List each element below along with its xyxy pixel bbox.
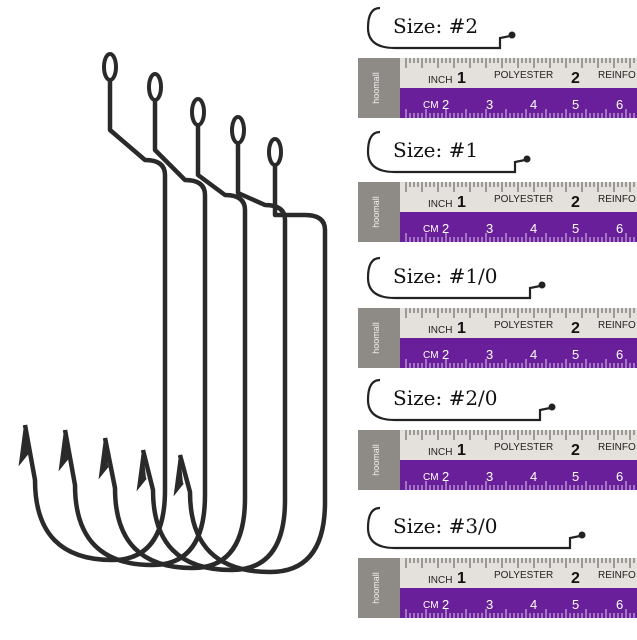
hook-barb [136,449,147,492]
tape-reinforced: REINFO [598,194,636,205]
hook-barb [98,437,109,480]
tape-cm-number: 5 [572,469,579,484]
tape-brand: hoomall [371,72,381,104]
tape-inch-label: INCH [428,75,452,86]
tape-cm-label: CM [423,600,439,611]
tape-cm-number: 4 [530,469,537,484]
tape-cm-number: 6 [616,469,623,484]
tape-inch-number: 2 [571,442,580,459]
tape-cm-number: 3 [486,469,493,484]
size-hook-icon [366,378,556,422]
tape-cm-label: CM [423,472,439,483]
size-hook-icon [366,506,586,550]
tape-material: POLYESTER [494,320,553,331]
tape-cm-number: 3 [486,221,493,236]
tape-cm-number: 5 [572,97,579,112]
hook-barb [58,429,69,472]
tape-cm-number: 3 [486,347,493,362]
tape-cm-number: 2 [442,597,449,612]
tape-cm-number: 4 [530,347,537,362]
tape-inch-number: 1 [457,442,466,459]
hook-eye [102,52,118,82]
size-label: Size: #1 [393,138,479,162]
size-hook-icon [366,130,531,174]
tape-cm-number: 3 [486,97,493,112]
tape-cm-number: 5 [572,221,579,236]
tape-inch-number: 1 [457,70,466,87]
tape-cm-number: 4 [530,597,537,612]
hook-body [22,80,168,563]
tape-cm-number: 4 [530,221,537,236]
hook-eye [190,97,206,127]
tape-inch-number: 2 [571,320,580,337]
hook-4 [136,115,288,573]
size-label: Size: #2/0 [393,386,498,410]
hook-3 [98,97,248,571]
hook-barb [173,454,184,497]
size-label: Size: #2 [393,14,479,38]
size-hook-icon [366,6,516,50]
tape-inch-number: 1 [457,570,466,587]
tape-inch-label: INCH [428,199,452,210]
tape-cm-number: 6 [616,97,623,112]
hook-eye [230,115,246,145]
size-label: Size: #3/0 [393,514,498,538]
tape-brand: hoomall [371,444,381,476]
hook-eye [147,72,163,102]
size-label: Size: #1/0 [393,264,498,288]
tape-cm-number: 6 [616,221,623,236]
tape-inch-number: 2 [571,570,580,587]
tape-material: POLYESTER [494,442,553,453]
hook-5 [173,137,328,575]
tape-reinforced: REINFO [598,70,636,81]
tape-inch-number: 2 [571,194,580,211]
hook-body [177,165,328,575]
tape-cm-number: 2 [442,469,449,484]
tape-inch-label: INCH [428,575,452,586]
tape-inch-number: 1 [457,194,466,211]
hook-body [62,100,208,568]
tape-cm-number: 6 [616,347,623,362]
tape-reinforced: REINFO [598,442,636,453]
tape-cm-number: 2 [442,97,449,112]
tape-inch-label: INCH [428,325,452,336]
tape-material: POLYESTER [494,194,553,205]
hook-2 [58,72,208,568]
size-hook-icon [366,256,546,300]
tape-reinforced: REINFO [598,320,636,331]
tape-cm-number: 3 [486,597,493,612]
tape-inch-number: 2 [571,70,580,87]
tape-brand: hoomall [371,322,381,354]
tape-material: POLYESTER [494,70,553,81]
tape-reinforced: REINFO [598,570,636,581]
tape-cm-label: CM [423,350,439,361]
tape-cm-number: 5 [572,597,579,612]
tape-cm-number: 6 [616,597,623,612]
tape-brand: hoomall [371,196,381,228]
tape-cm-number: 2 [442,221,449,236]
tape-brand: hoomall [371,572,381,604]
tape-material: POLYESTER [494,570,553,581]
hooks-illustration [18,52,328,575]
tape-inch-label: INCH [428,447,452,458]
hook-1 [18,52,168,563]
hook-body [102,125,248,571]
hook-body [140,143,288,573]
tape-inch-number: 1 [457,320,466,337]
tape-cm-label: CM [423,100,439,111]
hook-barb [18,424,29,467]
tape-cm-number: 5 [572,347,579,362]
tape-cm-number: 4 [530,97,537,112]
hook-eye [267,137,283,167]
tape-cm-number: 2 [442,347,449,362]
tape-cm-label: CM [423,224,439,235]
